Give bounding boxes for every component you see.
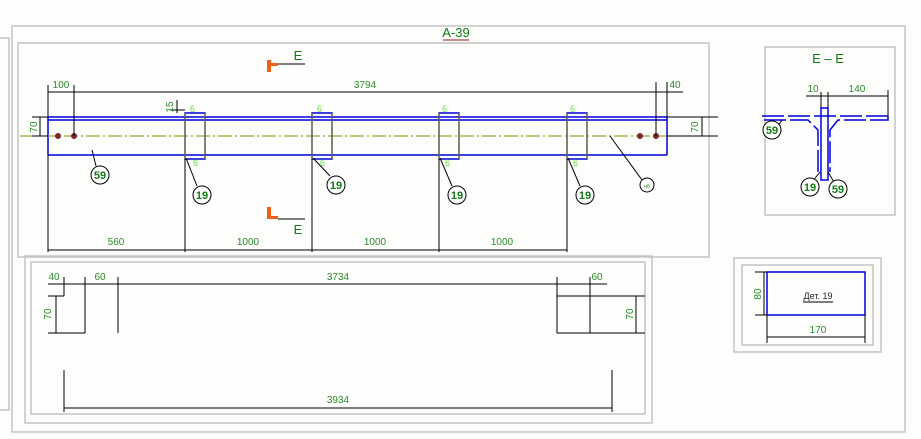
- dim-bottom-4: 1000: [491, 237, 514, 248]
- bottom-dim-1: 40: [48, 272, 60, 283]
- dim-bottom-3: 1000: [364, 237, 387, 248]
- callout-19-b[interactable]: 19: [326, 175, 346, 195]
- svg-text:6: 6: [442, 104, 447, 114]
- plates: [184, 112, 588, 160]
- beam-outline: [47, 116, 668, 156]
- svg-text:59: 59: [766, 125, 778, 137]
- svg-text:19: 19: [451, 190, 463, 202]
- callout-19-a[interactable]: 19: [192, 185, 212, 205]
- detail-inner-frame: [741, 264, 874, 346]
- section-callout-19: 19: [800, 177, 820, 197]
- left-panel-frame: [0, 37, 10, 411]
- dim-top-left: 100: [53, 80, 70, 91]
- svg-text:6: 6: [320, 158, 325, 168]
- dim-bottom-1: 560: [108, 237, 125, 248]
- bottom-dim-4: 60: [591, 272, 603, 283]
- svg-text:19: 19: [579, 190, 591, 202]
- detail-height: 80: [753, 288, 764, 300]
- dim-top-overall: 3794: [354, 80, 377, 91]
- svg-text:6: 6: [445, 158, 450, 168]
- section-profile: [762, 115, 889, 172]
- svg-text:6: 6: [573, 158, 578, 168]
- detail-outer-frame: [733, 257, 882, 353]
- section-callout-59-a: 59: [762, 120, 782, 140]
- weld-labels: 6 6 6 6 6 6 6 6: [190, 104, 578, 168]
- bottom-view-outer-frame: [24, 255, 653, 424]
- bottom-height-left: 70: [43, 308, 54, 320]
- detail-plate: [766, 271, 866, 316]
- dim-flange: 140: [849, 84, 866, 95]
- section-view[interactable]: Е – Е 10 140 59 19 59: [762, 46, 896, 216]
- callout-59[interactable]: 59: [90, 165, 110, 185]
- plate-2: [311, 112, 333, 160]
- svg-text:Е: Е: [294, 222, 303, 237]
- bottom-view[interactable]: 40 60 3734 60 70 70 3934: [24, 255, 653, 424]
- bottom-dim-2: 60: [94, 272, 106, 283]
- svg-text:6: 6: [193, 158, 198, 168]
- detail-view[interactable]: Дет. 19 80 170: [733, 257, 882, 353]
- bottom-height-right: 70: [625, 308, 636, 320]
- section-callout-59-b: 59: [828, 179, 848, 199]
- svg-text:19: 19: [330, 180, 342, 192]
- svg-text:59: 59: [94, 170, 106, 182]
- svg-text:нб: нб: [644, 184, 650, 190]
- bottom-overall: 3934: [327, 395, 350, 406]
- plate-3: [438, 112, 460, 160]
- svg-text:19: 19: [196, 190, 208, 202]
- section-plate: [820, 107, 829, 181]
- dim-top-right: 40: [669, 80, 681, 91]
- svg-text:Е: Е: [294, 48, 303, 63]
- dim-bottom-2: 1000: [237, 237, 260, 248]
- section-marker-top[interactable]: Е: [267, 48, 305, 72]
- svg-text:6: 6: [570, 104, 575, 114]
- sheet-title: А-39: [442, 25, 469, 40]
- plate-1: [184, 112, 206, 160]
- svg-text:59: 59: [832, 184, 844, 196]
- callout-19-d[interactable]: 19: [575, 185, 595, 205]
- dim-web: 10: [807, 84, 819, 95]
- svg-text:6: 6: [317, 104, 322, 114]
- detail-width: 170: [810, 325, 827, 336]
- svg-text:19: 19: [804, 182, 816, 194]
- main-view[interactable]: 6 6 6 6 6 6 6 6 100 3794 40 70 70 15 560 100…: [17, 42, 718, 258]
- section-marker-bottom[interactable]: Е: [267, 207, 305, 237]
- dim-height-right: 70: [690, 121, 701, 133]
- dim-height-left: 70: [29, 121, 40, 133]
- main-view-frame: [17, 42, 710, 258]
- bottom-dim-3: 3734: [327, 272, 350, 283]
- detail-label: Дет. 19: [804, 291, 833, 301]
- bottom-view-inner-frame: [30, 261, 646, 415]
- dim-weld-offset: 15: [165, 101, 176, 113]
- sheet-frame: [11, 25, 906, 433]
- svg-text:6: 6: [190, 104, 195, 114]
- callout-small[interactable]: нб: [639, 177, 655, 193]
- plate-4: [566, 112, 588, 160]
- callout-19-c[interactable]: 19: [447, 185, 467, 205]
- section-title: Е – Е: [812, 51, 844, 66]
